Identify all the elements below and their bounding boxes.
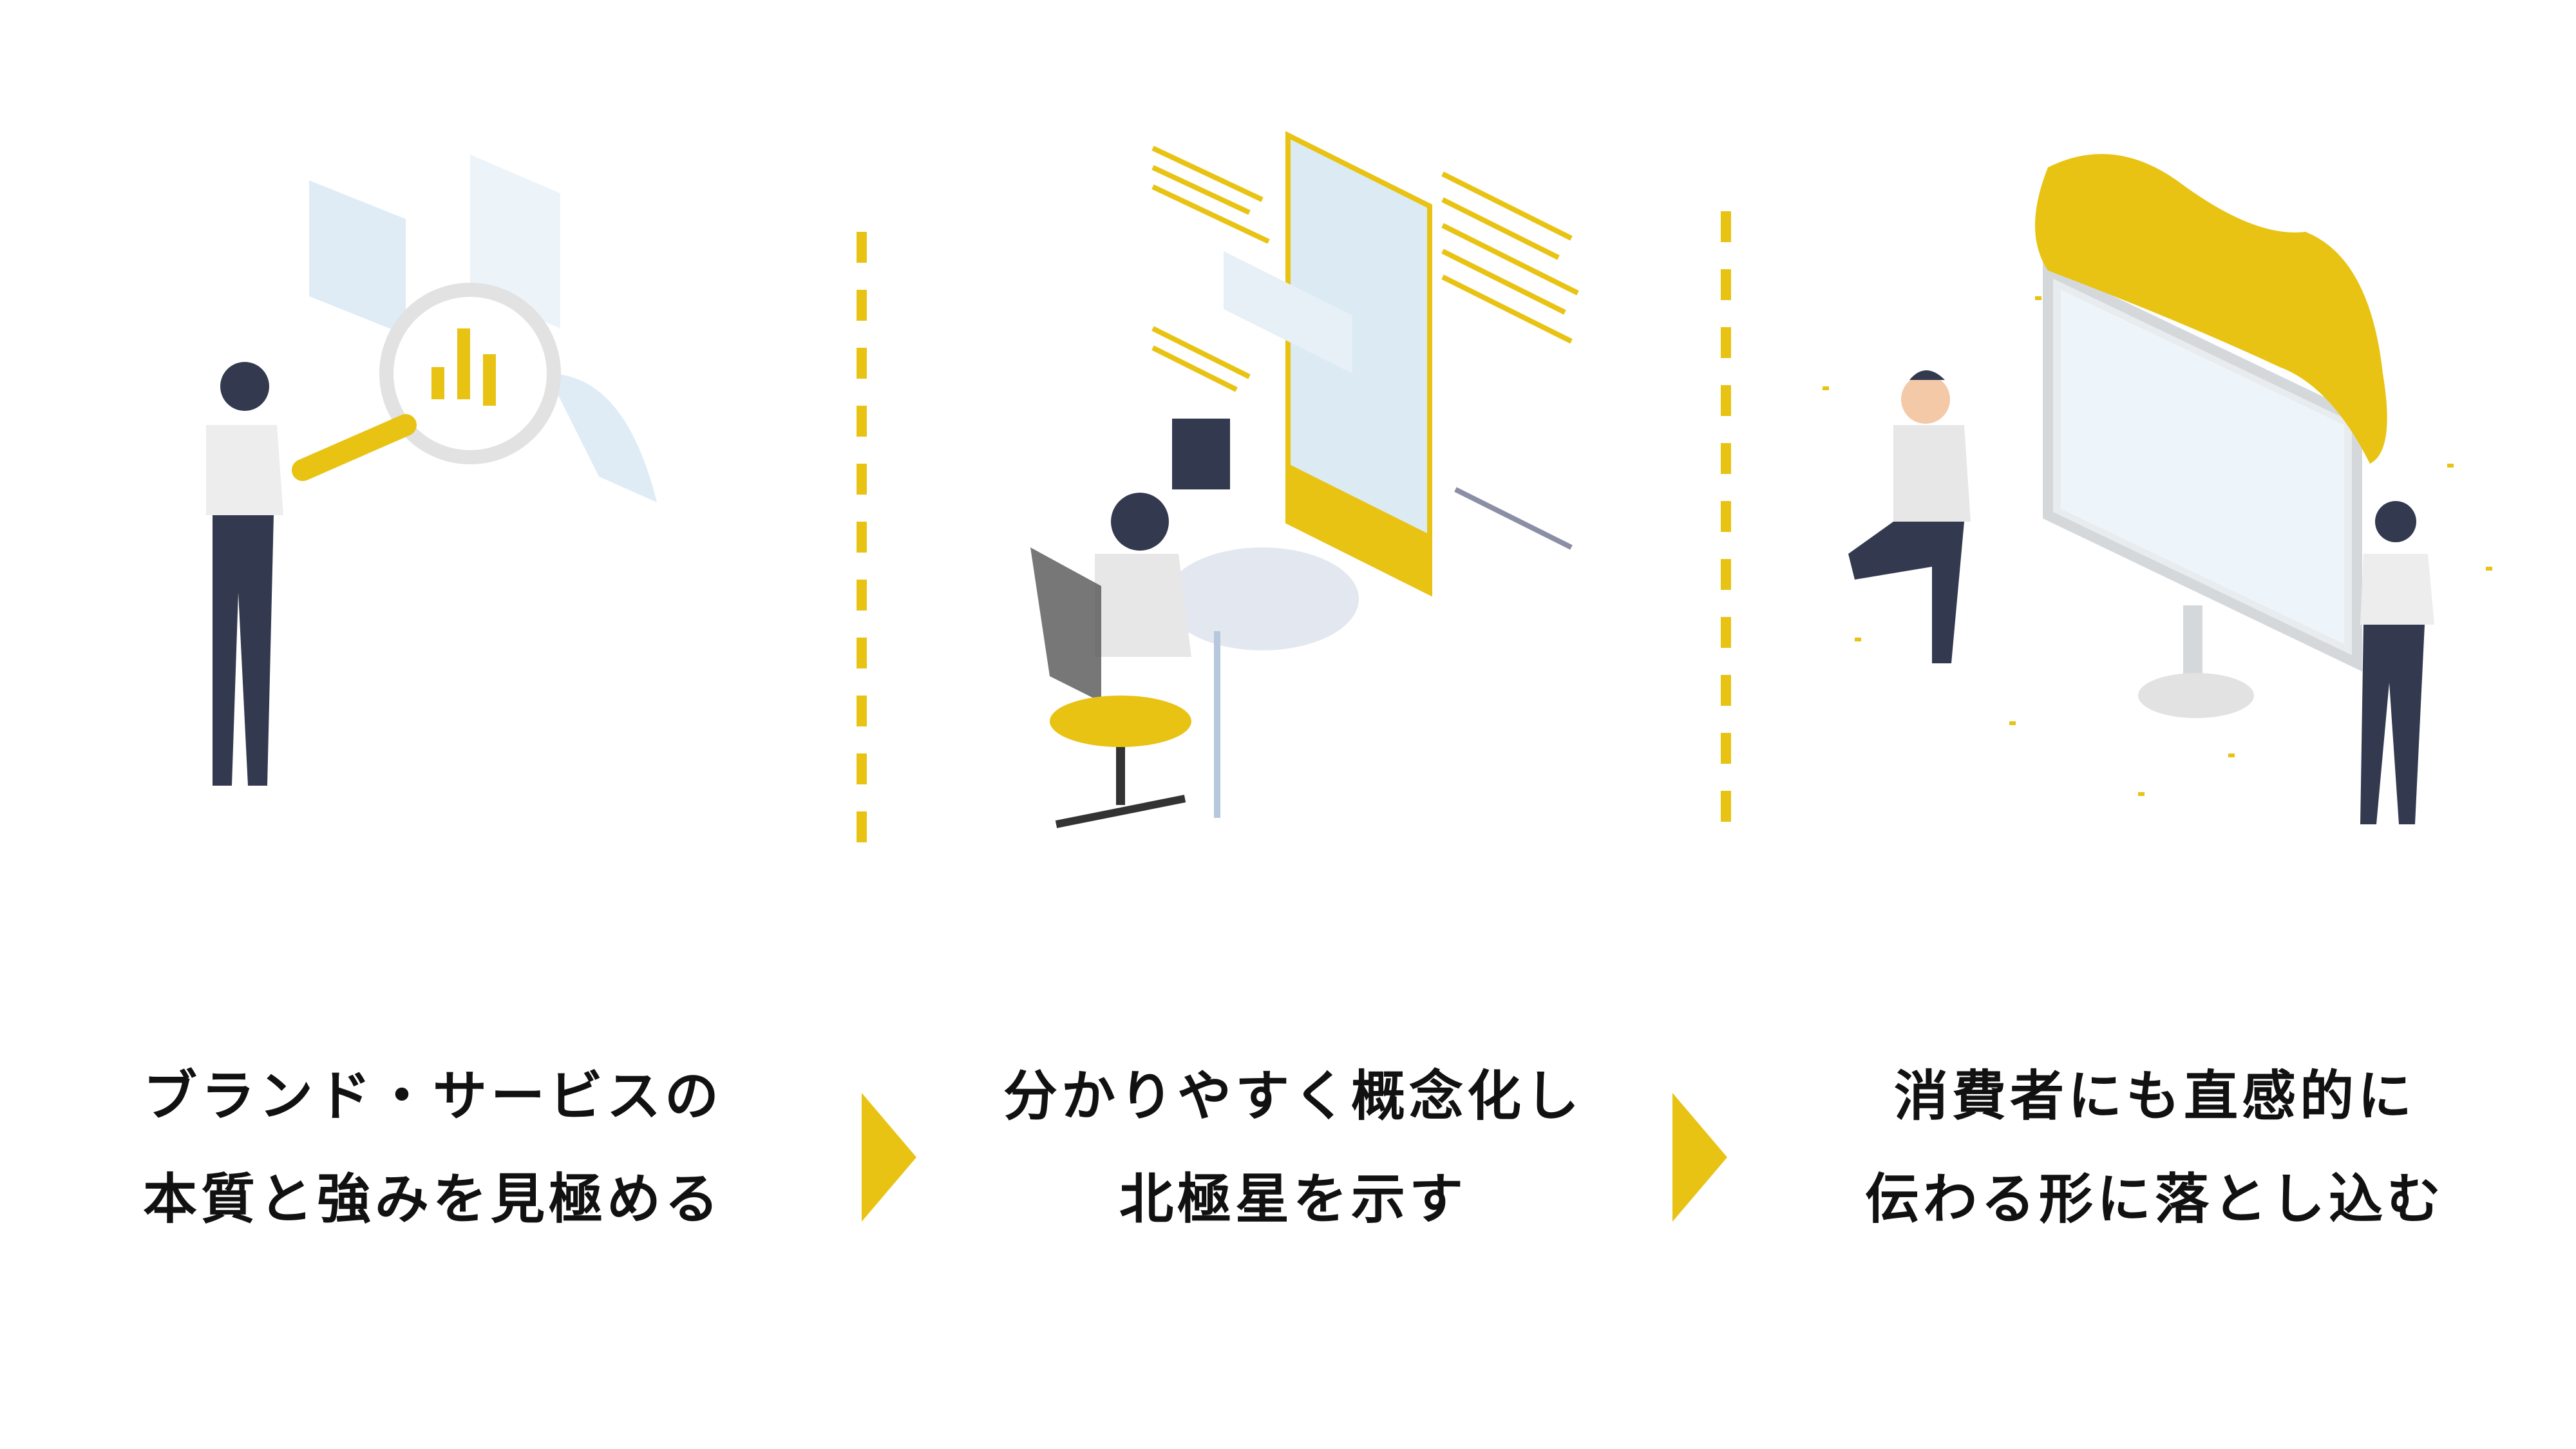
caption-line: 本質と強みを見極める <box>142 1168 723 1231</box>
step-2-caption: 分かりやすく概念化し 北極星を示す <box>907 1069 1680 1275</box>
divider-1 <box>857 232 867 844</box>
person-jumping-icon <box>1848 370 1971 663</box>
confetti-icon <box>1823 296 2492 796</box>
desk-person-icon <box>1030 419 1359 828</box>
caption-line: 消費者にも直感的に <box>1893 1065 2416 1128</box>
magnifier-icon <box>292 283 561 481</box>
arrow-right-icon <box>1672 1093 1727 1222</box>
caption-line: 分かりやすく概念化し <box>1003 1065 1583 1128</box>
step-3-caption: 消費者にも直感的に 伝わる形に落とし込む <box>1768 1069 2541 1275</box>
monitor-icon <box>2043 262 2362 718</box>
caption-line: 伝わる形に落とし込む <box>1864 1168 2445 1231</box>
divider-2 <box>1721 211 1731 823</box>
person-standing-icon <box>2360 501 2434 824</box>
arrow-right-icon <box>862 1093 916 1222</box>
concept-design-illustration <box>1030 131 1579 828</box>
building-icon <box>309 155 657 502</box>
code-lines-icon <box>1151 146 1579 550</box>
document-panel-icon <box>1224 131 1432 597</box>
cloth-icon <box>2035 154 2387 464</box>
caption-line: 北極星を示す <box>1119 1168 1467 1231</box>
delivery-illustration <box>1823 154 2492 824</box>
caption-line: ブランド・サービスの <box>142 1065 723 1128</box>
person-icon <box>206 362 283 786</box>
brand-analysis-illustration <box>206 155 657 786</box>
step-1-caption: ブランド・サービスの 本質と強みを見極める <box>46 1069 819 1275</box>
